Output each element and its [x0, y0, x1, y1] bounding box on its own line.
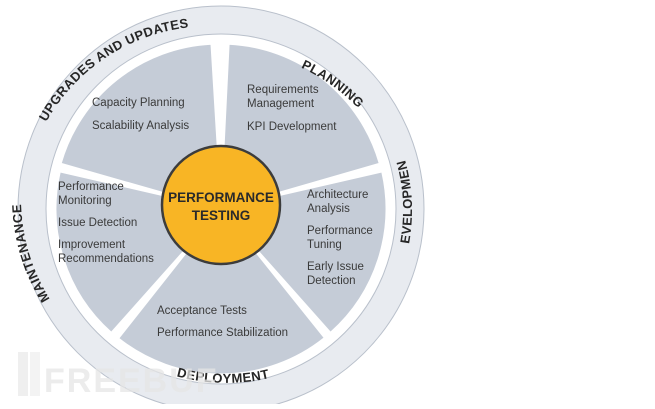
segment-deployment: [118, 208, 325, 375]
center-hub: PERFORMANCE TESTING: [160, 144, 282, 266]
item-deployment-acceptance-tests: Acceptance Tests: [157, 305, 247, 317]
item-development-performance-tuning: Performance Tuning: [307, 225, 376, 251]
watermark: FREEBUF: [18, 352, 219, 400]
center-title-line1: PERFORMANCE: [168, 190, 274, 205]
item-maintenance-performance-monitoring: Performance Monitoring: [58, 181, 127, 207]
center-title-line2: TESTING: [192, 208, 251, 223]
item-upgrades-scalability-analysis: Scalability Analysis: [92, 120, 189, 132]
item-deployment-performance-stabilization: Performance Stabilization: [157, 327, 288, 339]
item-upgrades-capacity-planning: Capacity Planning: [92, 97, 185, 109]
watermark-text: FREEBUF: [44, 362, 219, 400]
item-planning-kpi-development: KPI Development: [247, 121, 337, 133]
item-maintenance-issue-detection: Issue Detection: [58, 217, 137, 229]
item-development-early-issue-detection: Early Issue Detection: [307, 261, 367, 287]
outer-ring: [17, 5, 425, 409]
watermark-logo: [18, 352, 40, 396]
item-planning-requirements-management: Requirements Management: [247, 84, 322, 110]
phase-label-deployment: DEPLOYMENT: [176, 365, 271, 386]
item-development-architecture-analysis: Architecture Analysis: [307, 189, 372, 215]
phase-items: Requirements Management KPI Development …: [58, 84, 376, 339]
item-maintenance-improvement-recommendations: Improvement Recommendations: [58, 239, 154, 265]
center-circle: [160, 144, 282, 266]
